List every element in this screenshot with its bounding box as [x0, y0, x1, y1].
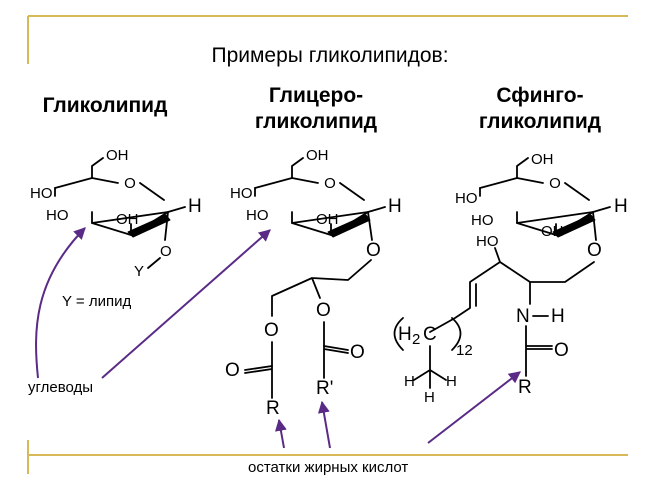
- heading-glycero-line2: гликолипид: [255, 110, 377, 133]
- ester-o-1: O: [264, 320, 279, 341]
- sugar-ring-sphingo: O OH HO HO OH H O HO N H O R H 2 C 12 H …: [393, 151, 628, 406]
- r-group-2: R': [316, 378, 333, 399]
- ester-links: [271, 321, 325, 367]
- ring2-h: H: [388, 196, 402, 217]
- heading-sphingo-line1: Сфинго-: [496, 84, 583, 107]
- heading-glycero-line1: Глицеро-: [269, 84, 363, 107]
- ring1-o-y-bond: [147, 257, 161, 269]
- r-group-1: R: [266, 398, 280, 419]
- ring2-ho-lower: HO: [246, 207, 269, 224]
- sphingo-ho: HO: [476, 233, 499, 250]
- ch2-subscript: 2: [412, 331, 420, 348]
- sphingo-ho-bond: [494, 247, 501, 263]
- ring1-y: Y: [134, 263, 144, 280]
- ring2-oh-bottom: OH: [316, 211, 339, 228]
- ring2-substituent-bonds: [254, 157, 386, 241]
- arrow-carbs-ring2: [101, 229, 271, 379]
- ring1-substituent-bonds: [54, 157, 186, 241]
- repeat-right-paren: [451, 317, 462, 351]
- arrow-fatty-r3: [427, 371, 521, 444]
- heading-sphingo-line2: гликолипид: [479, 110, 601, 133]
- amide-n: N: [516, 306, 530, 327]
- methyl-bonds: [413, 345, 447, 389]
- ch2-c: C: [423, 324, 437, 345]
- fatty-acid-residues-label: остатки жирных кислот: [248, 459, 408, 476]
- carbonyl-o-1: O: [225, 360, 240, 381]
- ring3-o: O: [549, 175, 561, 192]
- ring2-ho-left: HO: [230, 185, 253, 202]
- methyl-h-left: H: [404, 373, 415, 390]
- carbonyl-2: [323, 345, 349, 379]
- ring1-h: H: [188, 196, 202, 217]
- heading-glycolipid: Гликолипид: [43, 94, 168, 117]
- ring3-substituent-bonds: [479, 157, 611, 241]
- ring1-ho-lower: HO: [46, 207, 69, 224]
- carbonyl-1: [244, 365, 273, 399]
- ring2-o: O: [324, 175, 336, 192]
- amide-h: H: [551, 306, 565, 327]
- ring3-ch2oh: OH: [531, 151, 554, 168]
- ring3-ho-left: HO: [455, 190, 478, 207]
- ring3-ho-lower: HO: [471, 212, 494, 229]
- ring1-ho-left: HO: [30, 185, 53, 202]
- arrow-fatty-r2: [317, 400, 331, 449]
- glycerol-backbone: [271, 259, 372, 317]
- ring1-oh-bottom: OH: [116, 211, 139, 228]
- y-definition: Y = липид: [62, 293, 131, 310]
- sphingosine-chain: [429, 261, 595, 333]
- ring2-o-glycosidic: O: [366, 240, 381, 261]
- repeat-left-paren: [393, 317, 404, 351]
- amide-carbonyl: [525, 325, 553, 377]
- methyl-h-right: H: [446, 373, 457, 390]
- ring3-o-glycosidic: O: [587, 240, 602, 261]
- ring3-oh-bottom: OH: [541, 223, 564, 240]
- repeat-count: 12: [456, 342, 473, 359]
- slide-title: Примеры гликолипидов:: [211, 44, 448, 67]
- ring1-o-glycosidic: O: [160, 243, 172, 260]
- carbonyl-o-2: O: [350, 342, 365, 363]
- ring3-h: H: [614, 196, 628, 217]
- r-group-3: R: [518, 377, 532, 398]
- methyl-h-bottom: H: [424, 389, 435, 406]
- ester-o-2: O: [316, 300, 331, 321]
- ring1-o: O: [124, 175, 136, 192]
- arrow-carbs-ring1: [35, 227, 86, 379]
- ring2-ch2oh: OH: [306, 147, 329, 164]
- sugar-ring-glycolipid: O OH HO HO OH H O Y: [30, 147, 202, 280]
- sugar-ring-glycero: O OH HO HO OH H O O O O R O R': [225, 147, 402, 419]
- amide-o: O: [554, 340, 569, 361]
- ring1-ch2oh: OH: [106, 147, 129, 164]
- arrow-fatty-r1: [274, 418, 287, 449]
- ch2-h: H: [398, 324, 412, 345]
- carbohydrates-label: углеводы: [28, 379, 93, 396]
